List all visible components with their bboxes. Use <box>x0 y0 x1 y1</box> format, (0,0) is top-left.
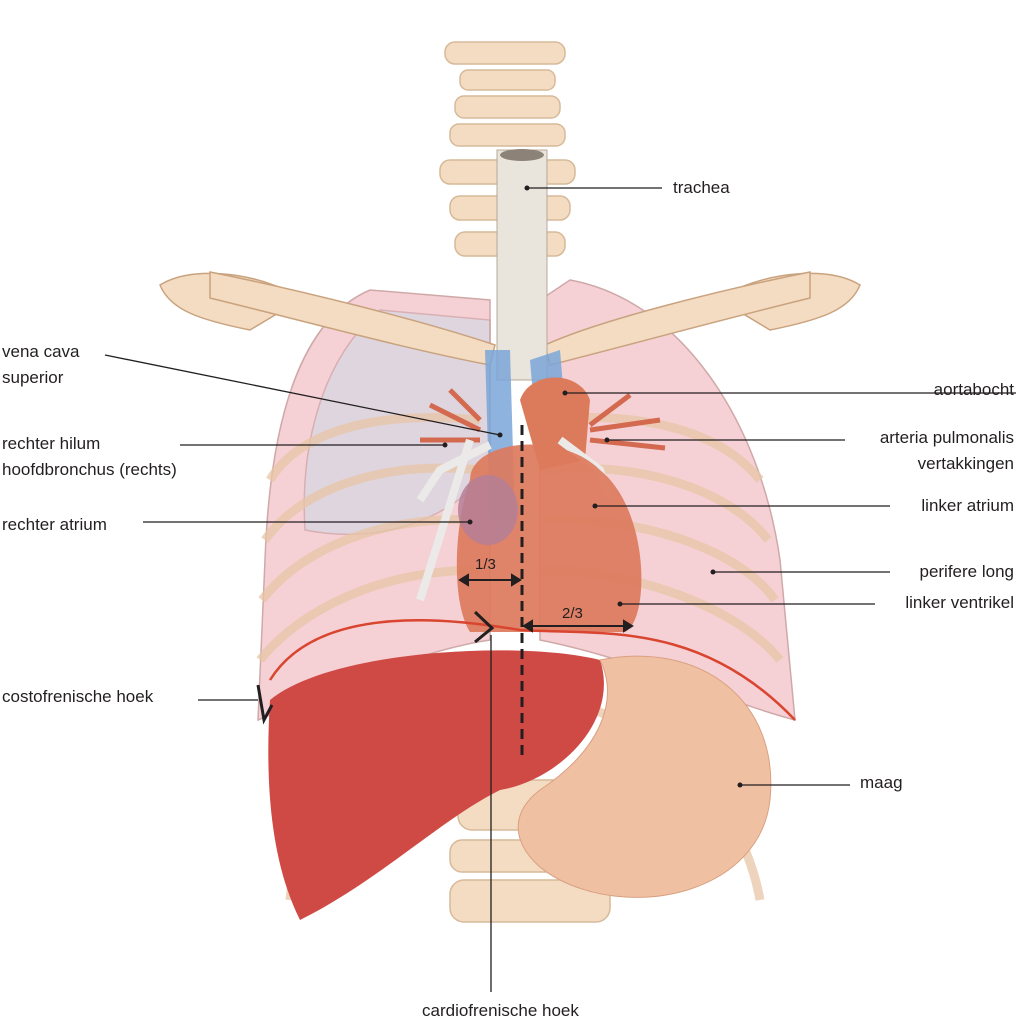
label-perifere-long: perifere long <box>919 562 1014 581</box>
label-rechter-hilum: rechter hilum hoofdbronchus (rechts) <box>2 431 177 483</box>
label-linker-atrium: linker atrium <box>921 496 1014 515</box>
label-line: superior <box>2 368 64 387</box>
label-line: vertakkingen <box>917 454 1014 473</box>
leader-lines <box>104 187 1016 992</box>
ratio-left: 2/3 <box>562 605 583 622</box>
abdominal-organs <box>268 650 772 920</box>
ratio-arrows <box>458 573 634 633</box>
label-line: vena cava <box>2 342 80 361</box>
label-line: hoofdbronchus (rechts) <box>2 460 177 479</box>
label-line: rechter hilum <box>2 434 101 453</box>
label-maag: maag <box>860 773 903 792</box>
label-costofrenische-hoek: costofrenische hoek <box>2 687 154 706</box>
label-trachea: trachea <box>673 178 730 197</box>
label-line: arteria pulmonalis <box>879 428 1014 447</box>
trachea-shape <box>496 149 548 381</box>
label-aortabocht: aortabocht <box>933 380 1014 399</box>
label-vena-cava-superior: vena cava superior <box>2 339 80 391</box>
diaphragm-line <box>268 619 796 721</box>
shoulder-girdle <box>159 271 861 366</box>
heart <box>456 444 642 632</box>
label-cardiofrenische-hoek: cardiofrenische hoek <box>422 1001 579 1020</box>
ratio-right: 1/3 <box>475 556 496 573</box>
label-linker-ventrikel: linker ventrikel <box>905 593 1014 612</box>
cardiophrenic-angle-mark <box>473 610 495 644</box>
costophrenic-angle-mark <box>256 684 274 725</box>
label-rechter-atrium: rechter atrium <box>2 515 107 534</box>
leader-dots <box>442 185 743 788</box>
label-arteria-pulmonalis: arteria pulmonalis vertakkingen <box>880 425 1014 477</box>
